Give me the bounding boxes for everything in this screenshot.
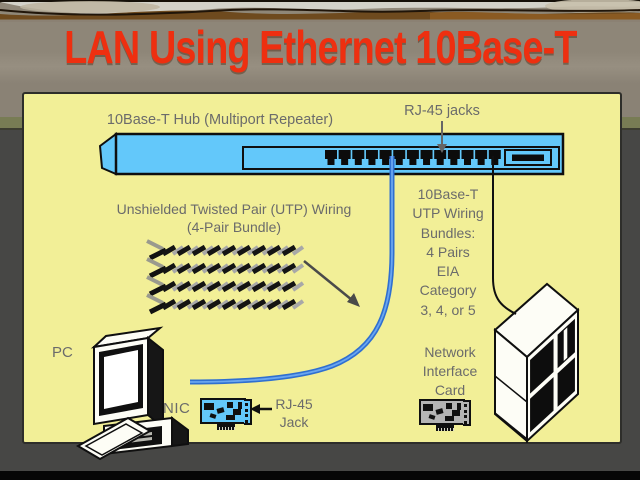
pc-drawing — [75, 326, 189, 461]
rj45-port — [461, 150, 474, 165]
chip — [435, 408, 444, 415]
chip — [204, 403, 214, 410]
bracket-hole — [245, 403, 248, 406]
bracket-hole — [245, 419, 248, 423]
rj45-port — [379, 150, 392, 165]
nic-card-bracket — [244, 399, 252, 425]
nic-card-connector — [217, 424, 235, 430]
utp-arrow-icon — [303, 260, 360, 307]
chip — [233, 409, 241, 415]
utp-cable-blue — [189, 156, 395, 385]
network-interface-card-note: Network Interface Card — [422, 344, 478, 398]
rj45-port — [338, 150, 351, 165]
rj45-port — [352, 150, 365, 165]
nic-card-blue — [200, 398, 260, 430]
chip — [423, 404, 433, 411]
slide-title: LAN Using Ethernet 10Base-T — [63, 21, 577, 73]
nic-card-connector — [436, 425, 454, 431]
bracket-hole — [464, 415, 467, 418]
twisted-pairs — [146, 239, 305, 315]
rj45-port — [393, 150, 406, 165]
rj45-port — [365, 150, 378, 165]
cable-black — [492, 156, 517, 315]
chip — [209, 413, 217, 419]
utp-wiring-title: Unshielded Twisted Pair (UTP) Wiring — [116, 201, 352, 217]
rj45-port — [406, 150, 419, 165]
rj45-port — [325, 150, 337, 165]
bundle-note: 10Base-T UTP Wiring Bundles: 4 Pairs EIA… — [412, 186, 484, 318]
bracket-hole — [245, 414, 248, 417]
rj45-port — [420, 150, 433, 165]
bracket-hole — [464, 404, 467, 407]
chip — [238, 402, 242, 409]
chip — [445, 416, 454, 421]
chip — [227, 402, 233, 408]
nic-label: NIC — [163, 400, 191, 417]
jacks-arrow-icon — [437, 121, 447, 153]
rj45-port — [475, 150, 488, 165]
server-drawing — [493, 282, 580, 444]
rj45-port — [447, 150, 460, 165]
nic-card-body — [200, 398, 246, 424]
chip — [216, 407, 225, 414]
hub-label: 10Base-T Hub (Multiport Repeater) — [106, 112, 334, 128]
chip — [452, 410, 460, 416]
chip — [428, 414, 436, 420]
bracket-hole — [464, 409, 467, 413]
chip — [446, 403, 452, 409]
chip — [457, 403, 461, 410]
nic-card-body — [419, 399, 465, 425]
rj45-jacks-label: RJ-45 jacks — [404, 103, 480, 119]
background-bottom-bar — [0, 471, 640, 480]
bracket-hole — [464, 420, 467, 424]
nic-card-bracket — [463, 400, 471, 426]
rj45-port — [434, 150, 447, 165]
banner-texture-image — [0, 0, 640, 22]
chip — [226, 415, 235, 420]
rj45-jack-note: RJ-45 Jack — [275, 396, 313, 430]
nic-card-gray — [419, 399, 479, 431]
hub-ports — [325, 150, 501, 165]
rj45-port — [488, 150, 501, 165]
pc-label: PC — [52, 344, 73, 361]
bracket-hole — [245, 408, 248, 412]
utp-wiring-subtitle: (4-Pair Bundle) — [186, 219, 282, 235]
jack-pointer-arrow-icon — [250, 404, 272, 414]
